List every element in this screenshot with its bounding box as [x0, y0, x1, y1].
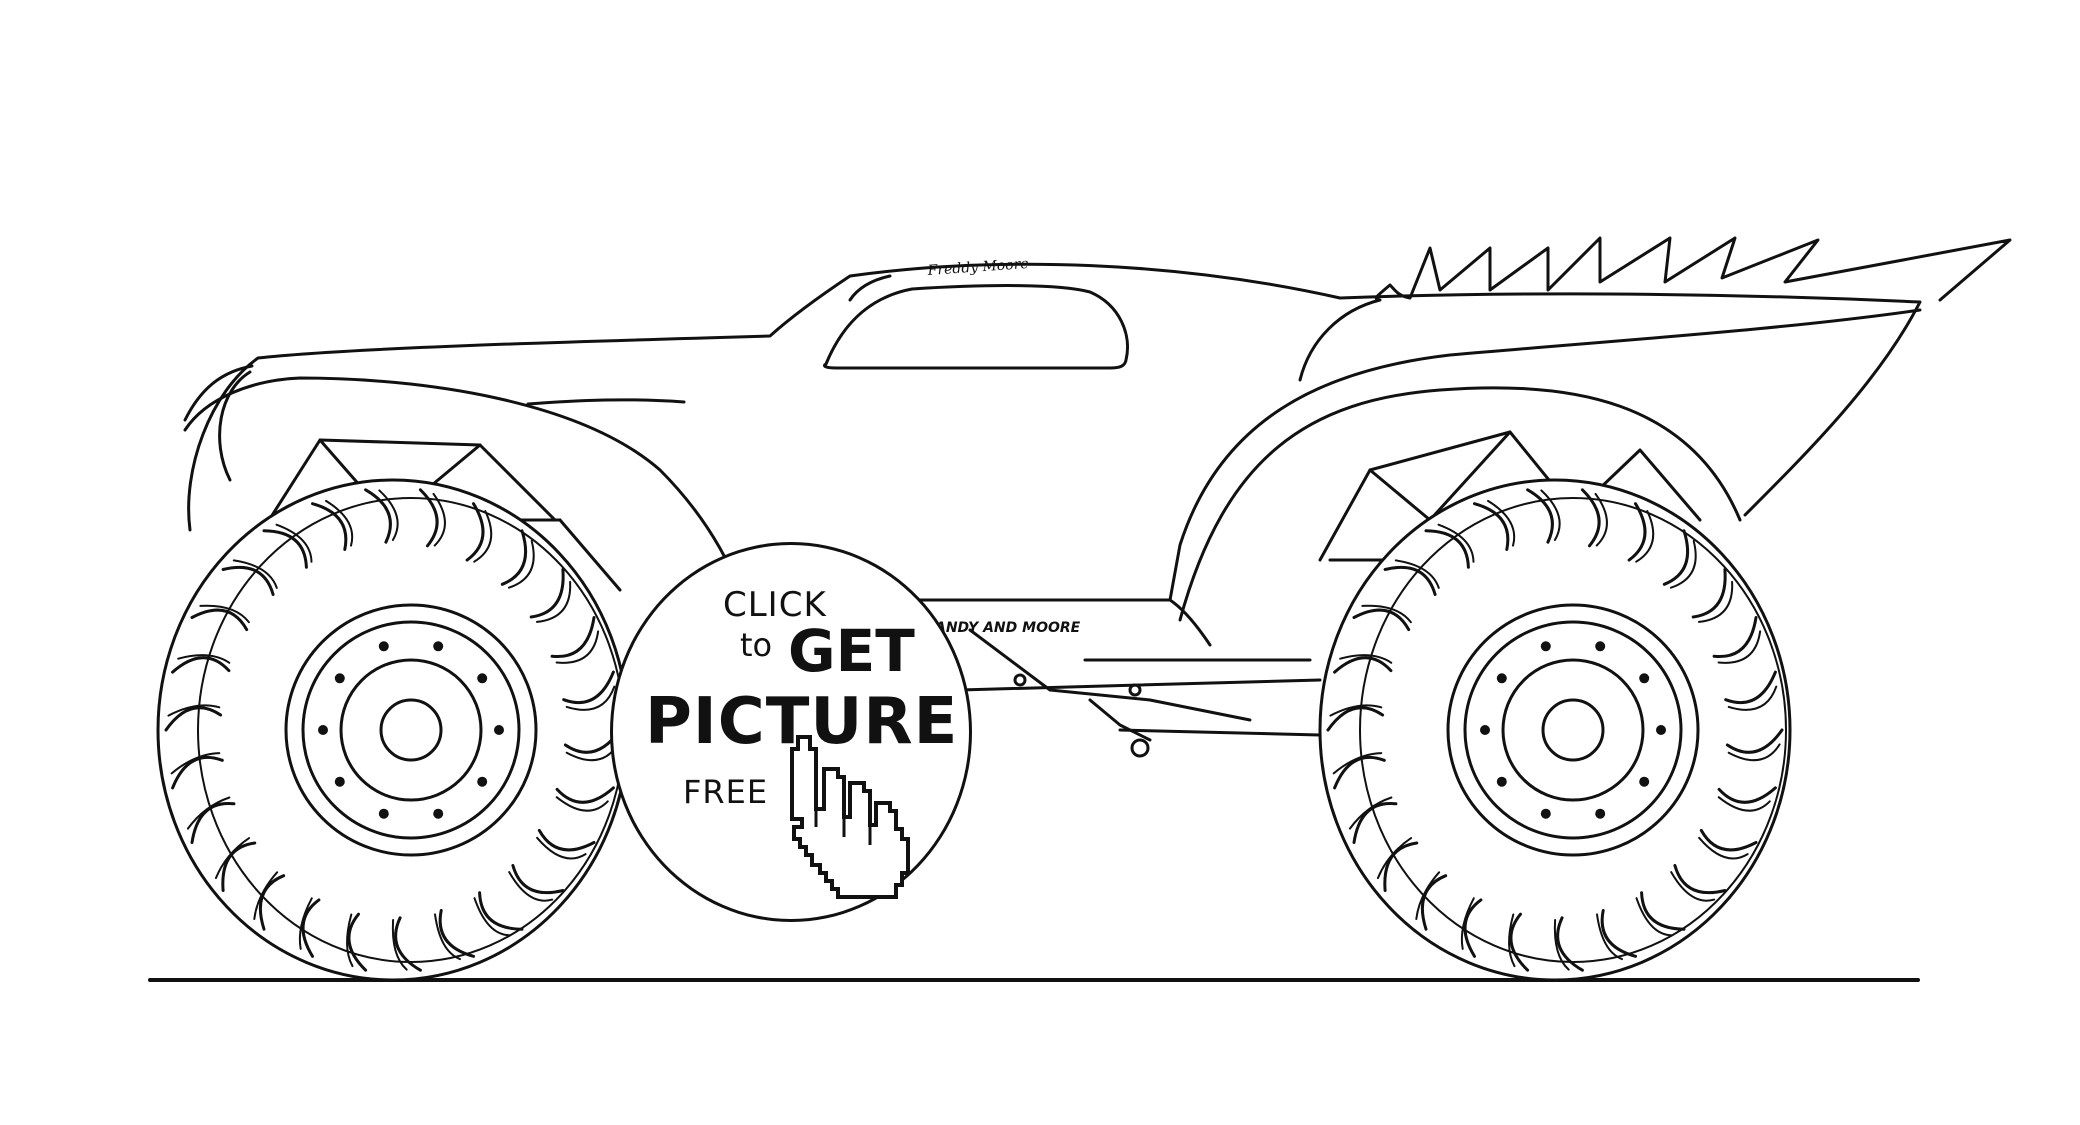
cta-to-text: to [740, 626, 773, 664]
get-picture-button[interactable]: CLICK to GET PICTURE FREE [610, 542, 972, 922]
cta-free-text: FREE [683, 773, 769, 811]
front-wheel [156, 478, 630, 982]
rear-spikes [1298, 236, 2012, 382]
cta-click-text: CLICK [723, 585, 827, 625]
pointer-hand-icon [790, 735, 910, 899]
rear-wheel [1318, 478, 1792, 982]
truck-body [183, 262, 1922, 647]
cta-get-text: GET [788, 617, 915, 685]
window-shape [822, 284, 1129, 370]
roof-signature: Freddy Moore [926, 256, 1029, 279]
side-lettering: ANDY AND MOORE [934, 620, 1081, 636]
front-fender [218, 370, 252, 482]
